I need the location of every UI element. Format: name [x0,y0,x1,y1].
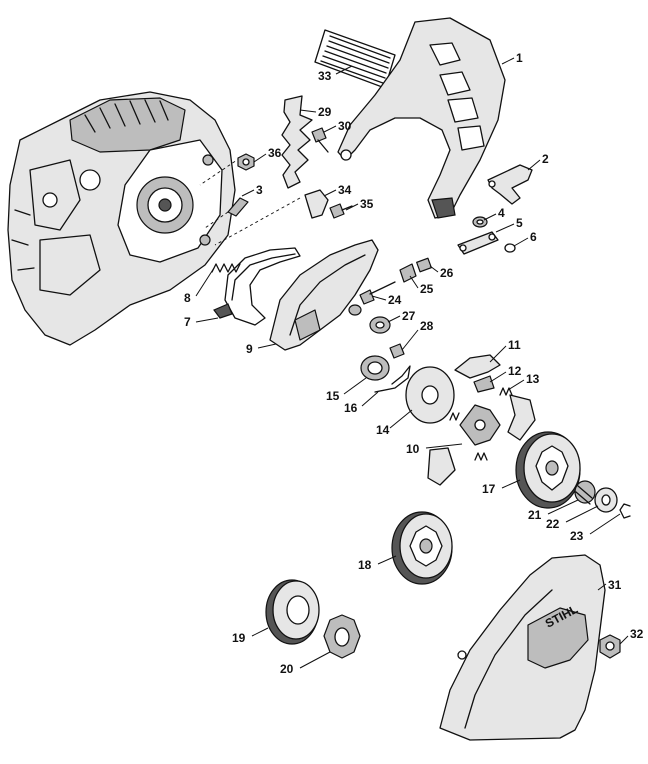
part-3-pin [227,197,249,217]
label-6: 6 [530,230,537,244]
part-17-clutch-drum [515,431,581,509]
label-26: 26 [440,266,454,280]
part-4-washer [472,216,488,228]
label-1: 1 [516,51,523,65]
label-32: 32 [630,627,644,641]
label-16: 16 [344,401,358,415]
label-14: 14 [376,423,390,437]
label-9: 9 [246,342,253,356]
label-23: 23 [570,529,584,543]
part-18-sprocket-drum [391,511,453,585]
part-9-inner-cover [269,239,379,351]
part-22-washer [594,487,618,513]
part-29-bracket [281,95,313,189]
part-27-collar [369,316,391,334]
label-8: 8 [184,291,191,305]
label-31: 31 [608,578,622,592]
part-23-e-clip [619,503,631,519]
part-35-bolt [329,203,353,219]
label-18: 18 [358,558,372,572]
label-10: 10 [406,442,420,456]
label-30: 30 [338,119,352,133]
part-10-clutch-carrier [427,394,536,486]
label-5: 5 [516,216,523,230]
label-28: 28 [420,319,434,333]
label-24: 24 [388,293,402,307]
label-2: 2 [542,152,549,166]
part-28-screw [389,343,405,359]
part-1-handguard [337,17,506,219]
part-2-lever [487,164,533,205]
part-31-sprocket-cover: STIHL [439,554,606,741]
part-30-screw [311,127,329,153]
assembly-lines [199,157,301,246]
part-36-nut [237,153,255,171]
label-29: 29 [318,105,332,119]
part-14-disc [405,366,455,424]
leader-lines [195,57,629,669]
label-21: 21 [528,508,542,522]
part-11-clutch-shoe [454,354,501,379]
part-32-nut [599,634,621,659]
label-4: 4 [498,206,505,220]
part-26-block [416,257,432,273]
label-34: 34 [338,183,352,197]
part-8-spring [211,263,241,273]
label-20: 20 [280,662,294,676]
label-17: 17 [482,482,496,496]
part-5-link [457,231,499,255]
label-15: 15 [326,389,340,403]
part-24-bolt [348,281,396,316]
label-35: 35 [360,197,374,211]
label-33: 33 [318,69,332,83]
part-19-drum [265,579,320,645]
part-25-pin [399,263,417,283]
part-6-clip [504,243,516,253]
label-12: 12 [508,364,522,378]
label-3: 3 [256,183,263,197]
part-34-lever [304,189,329,219]
label-11: 11 [508,338,521,352]
label-25: 25 [420,282,434,296]
label-27: 27 [402,309,416,323]
part-13-spring [499,387,513,396]
part-16-spring-clip [374,365,411,393]
engine-block [7,91,236,346]
label-22: 22 [546,517,560,531]
label-13: 13 [526,372,540,386]
label-36: 36 [268,146,282,160]
part-7-brake-band [213,247,301,326]
part-21-needle-cage [574,480,596,505]
label-7: 7 [184,315,191,329]
part-15-bearing [360,355,390,381]
part-20-rim-sprocket [323,614,361,659]
part-labels: 1 2 3 4 5 6 7 8 9 10 11 12 13 14 15 16 1… [184,51,644,676]
part-12-clip [473,375,495,393]
label-19: 19 [232,631,246,645]
